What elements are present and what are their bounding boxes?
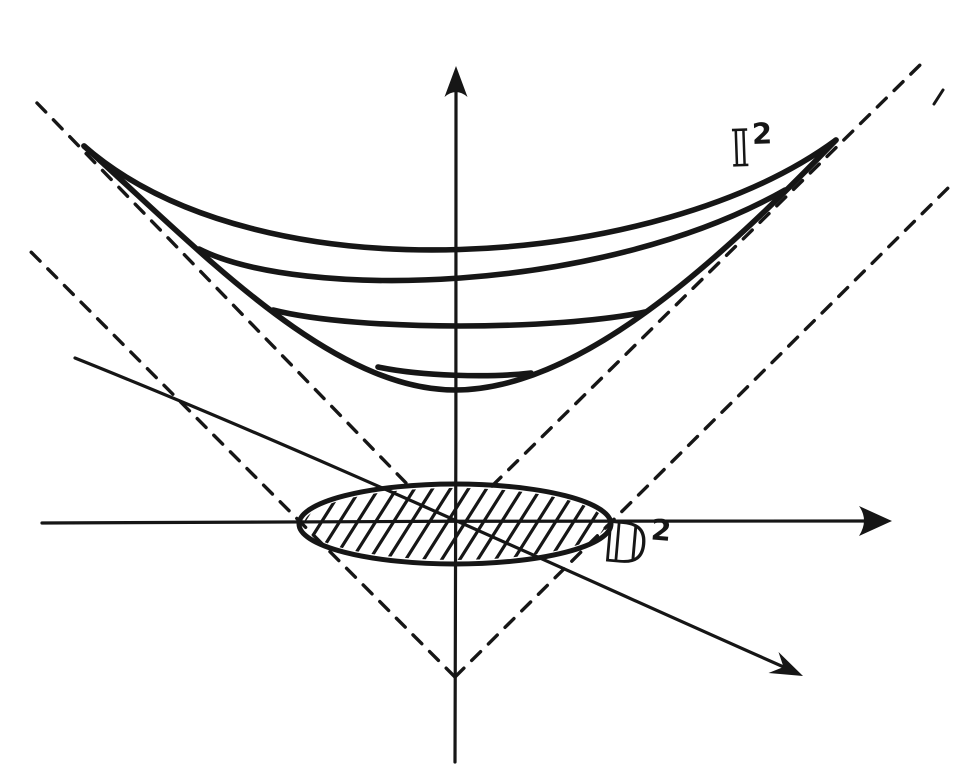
disk-label: 𝔻 2	[598, 509, 673, 579]
axes	[40, 66, 892, 764]
hyperboloid-label-letter: 𝕀	[728, 119, 752, 180]
light-cone-dashed-lines	[25, 63, 950, 679]
disk-hatching	[304, 488, 606, 560]
poincare-disk	[296, 481, 614, 567]
hyperboloid-slice-3	[375, 364, 534, 379]
vertical-axis	[453, 88, 458, 764]
vertical-axis-arrowhead	[444, 66, 468, 97]
cone-dashed-upper-left	[35, 101, 409, 486]
hyperboloid-label-exponent: 2	[751, 116, 773, 151]
cone-dashed-upper-right	[490, 63, 922, 488]
hyperboloid-silhouette	[81, 137, 839, 393]
hyperboloid-surface	[81, 137, 839, 393]
horizontal-axis-arrowhead	[859, 506, 892, 536]
cone-dashed-lower-right	[453, 186, 950, 679]
hyperboloid-slice-1	[196, 187, 788, 284]
disk-label-letter: 𝔻	[598, 509, 651, 579]
hyperboloid-label: 𝕀 2	[728, 116, 773, 180]
disk-label-exponent: 2	[649, 512, 673, 549]
depth-axis-arrowhead	[768, 652, 803, 676]
hyperboloid-slice-2	[270, 307, 648, 329]
stray-ink-mark	[932, 88, 945, 106]
hyperboloid-rim	[81, 137, 839, 253]
depth-axis	[73, 356, 788, 670]
cone-dashed-lower-left	[25, 246, 457, 679]
